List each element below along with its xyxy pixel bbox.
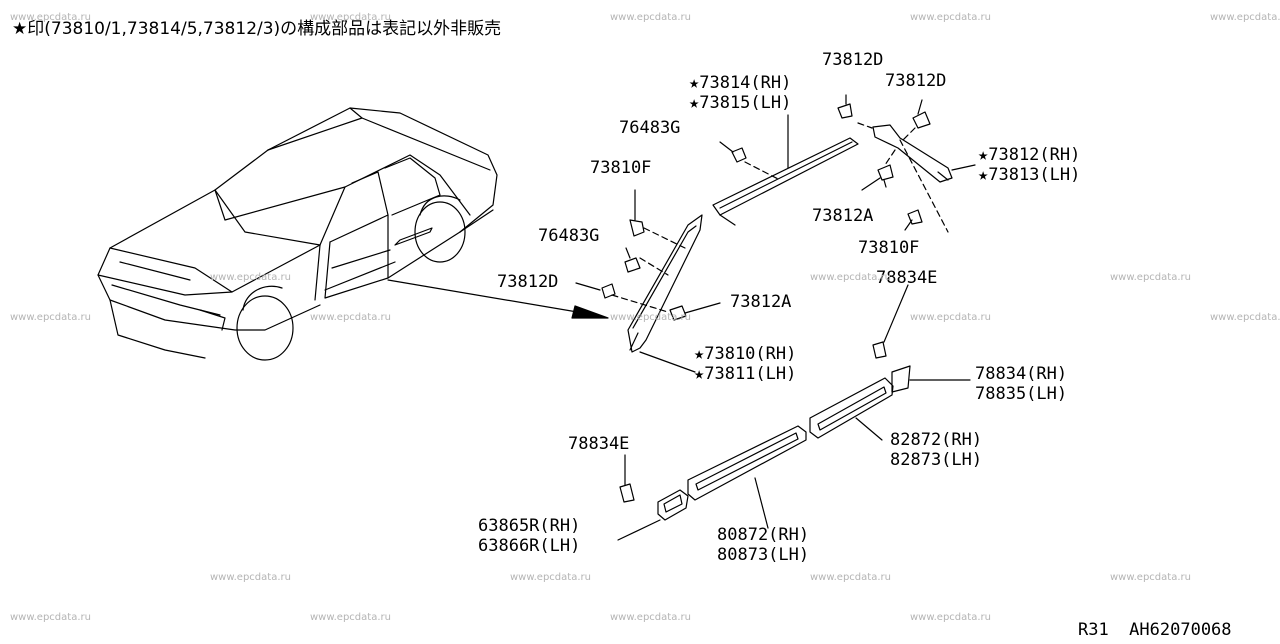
part-label-73812a-right: 73812A bbox=[812, 206, 874, 226]
part-label-78834e-left: 78834E bbox=[568, 434, 630, 454]
watermark: www.epcdata.ru bbox=[10, 612, 91, 623]
part-label-80872: 80872(RH) bbox=[717, 525, 810, 545]
watermark: www.epcdata.ru bbox=[810, 572, 891, 583]
part-label-73810f-right: 73810F bbox=[858, 238, 920, 258]
watermark: www.epcdata.ru bbox=[10, 12, 91, 23]
watermark: www.epcdata.ru bbox=[610, 612, 691, 623]
watermark: www.epcdata.ru bbox=[510, 572, 591, 583]
watermark: www.epcdata.ru bbox=[610, 312, 691, 323]
part-label-80873: 80873(LH) bbox=[717, 545, 810, 565]
pillar-moulding bbox=[627, 214, 703, 373]
part-label-73812: ★73812(RH) bbox=[978, 145, 1081, 165]
part-label-78835: 78835(LH) bbox=[975, 384, 1068, 404]
watermark: www.epcdata.ru bbox=[810, 272, 891, 283]
roof-moulding bbox=[712, 114, 859, 226]
pointer-arrow bbox=[387, 279, 609, 319]
watermark: www.epcdata.ru bbox=[610, 12, 691, 23]
part-label-73815: ★73815(LH) bbox=[689, 93, 792, 113]
part-label-73812a-mid: 73812A bbox=[730, 292, 792, 312]
diagram-code: R31 AH62070068 bbox=[1078, 620, 1232, 640]
part-label-82873: 82873(LH) bbox=[890, 450, 983, 470]
rear-moulding bbox=[872, 124, 976, 183]
watermark: www.epcdata.ru bbox=[1210, 12, 1280, 23]
side-mouldings bbox=[657, 365, 911, 521]
part-label-76483g-top: 76483G bbox=[619, 118, 681, 138]
watermark: www.epcdata.ru bbox=[310, 612, 391, 623]
leader-lines bbox=[575, 94, 971, 541]
part-label-73812d-top: 73812D bbox=[822, 50, 884, 70]
part-label-78834: 78834(RH) bbox=[975, 364, 1068, 384]
part-label-63866r: 63866R(LH) bbox=[478, 536, 581, 556]
watermark: www.epcdata.ru bbox=[310, 312, 391, 323]
dashed-leaders bbox=[611, 122, 949, 313]
watermark: www.epcdata.ru bbox=[310, 12, 391, 23]
part-label-76483g-mid: 76483G bbox=[538, 226, 600, 246]
watermark: www.epcdata.ru bbox=[910, 12, 991, 23]
watermark: www.epcdata.ru bbox=[1110, 572, 1191, 583]
car-body bbox=[97, 107, 498, 361]
part-label-78834e-top: 78834E bbox=[876, 268, 938, 288]
part-label-73814: ★73814(RH) bbox=[689, 73, 792, 93]
clips bbox=[601, 103, 931, 503]
watermark: www.epcdata.ru bbox=[1110, 272, 1191, 283]
watermark: www.epcdata.ru bbox=[210, 572, 291, 583]
part-label-73813: ★73813(LH) bbox=[978, 165, 1081, 185]
watermark: www.epcdata.ru bbox=[910, 312, 991, 323]
watermark: www.epcdata.ru bbox=[910, 612, 991, 623]
watermark: www.epcdata.ru bbox=[10, 312, 91, 323]
part-label-82872: 82872(RH) bbox=[890, 430, 983, 450]
part-label-73810f-left: 73810F bbox=[590, 158, 652, 178]
part-label-73811: ★73811(LH) bbox=[694, 364, 797, 384]
part-label-73812d-right: 73812D bbox=[885, 71, 947, 91]
watermark: www.epcdata.ru bbox=[210, 272, 291, 283]
part-label-63865r: 63865R(RH) bbox=[478, 516, 581, 536]
watermark: www.epcdata.ru bbox=[1210, 312, 1280, 323]
header-note: ★印(73810/1,73814/5,73812/3)の構成部品は表記以外非販売 bbox=[12, 19, 502, 39]
part-label-73810: ★73810(RH) bbox=[694, 344, 797, 364]
part-label-73812d-left: 73812D bbox=[497, 272, 559, 292]
